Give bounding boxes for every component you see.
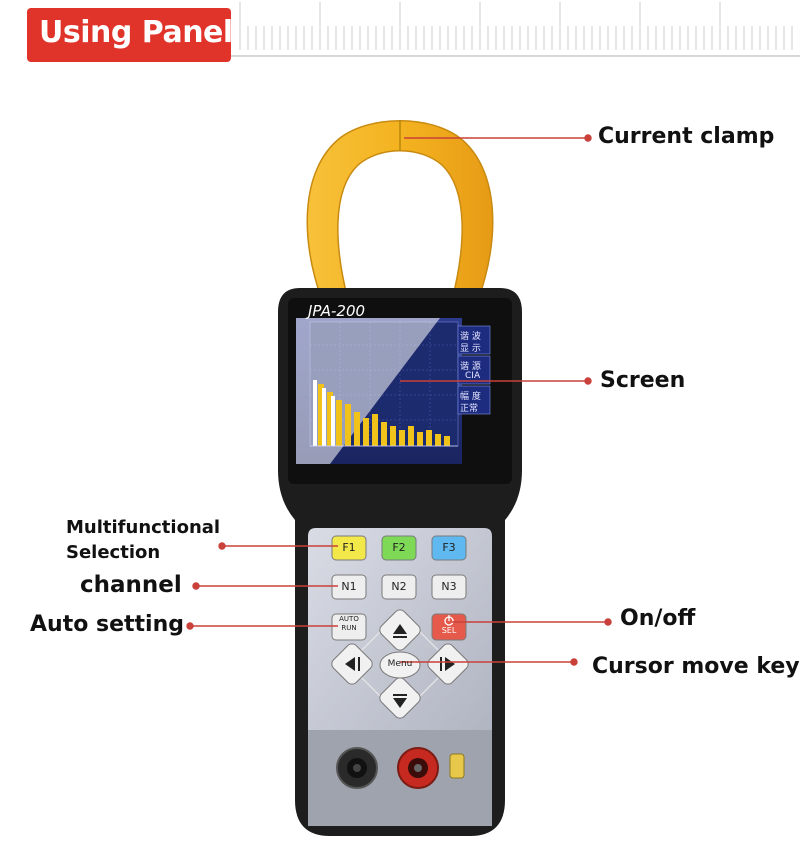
auto-run-key[interactable]	[331, 613, 367, 641]
power-sel-key[interactable]	[431, 613, 467, 641]
n1-key[interactable]	[331, 574, 367, 600]
menu-key[interactable]	[379, 651, 421, 679]
callout-cursor-move-key: Cursor move key	[592, 654, 800, 679]
f2-key[interactable]	[381, 535, 417, 561]
callout-current-clamp: Current clamp	[598, 124, 775, 149]
f3-key[interactable]	[431, 535, 467, 561]
callout-selection: Selection	[66, 542, 161, 563]
ruler-ticks	[239, 2, 793, 50]
screen-menu-3b: 正常	[460, 404, 479, 414]
device-model: JPA-200	[308, 302, 366, 320]
n2-key[interactable]	[381, 574, 417, 600]
screen-menu-2: 谐 源	[460, 362, 481, 372]
header-rule	[231, 55, 800, 57]
aux-terminal	[449, 753, 465, 779]
callout-screen: Screen	[600, 368, 686, 393]
screen-menu-2b: CIA	[465, 371, 481, 381]
f1-key[interactable]	[331, 535, 367, 561]
header-banner	[27, 8, 231, 62]
callout-channel: channel	[80, 572, 182, 598]
callout-auto-setting: Auto setting	[30, 612, 184, 637]
screen-menu-1b: 显 示	[460, 344, 481, 354]
n3-key[interactable]	[431, 574, 467, 600]
header-title: Using Panel	[39, 15, 233, 50]
callout-on-off: On/off	[620, 606, 696, 631]
screen-menu-3: 幅 度	[460, 392, 481, 402]
screen-menu-1: 谐 波	[460, 332, 481, 342]
callout-multifunctional: Multifunctional	[66, 517, 221, 538]
